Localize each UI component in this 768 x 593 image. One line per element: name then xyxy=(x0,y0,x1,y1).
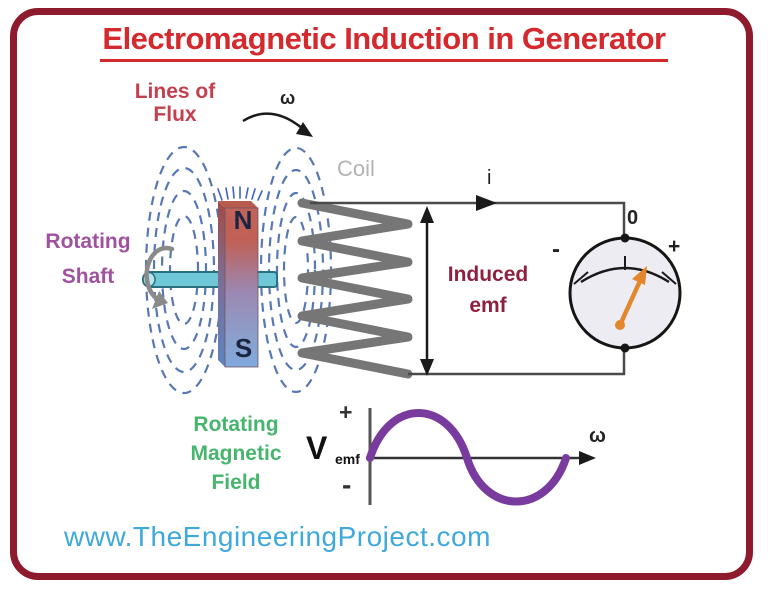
emf-span-arrow-icon xyxy=(420,206,434,376)
meter-minus-label: - xyxy=(552,236,560,263)
omega-rotation-arrow-icon xyxy=(242,112,313,137)
current-label: i xyxy=(487,167,492,189)
coil-label: Coil xyxy=(337,156,375,181)
graph-plus-label: + xyxy=(339,399,353,425)
omega-axis-label: ω xyxy=(589,425,606,447)
circuit-wires xyxy=(310,201,626,376)
page-title: Electromagnetic Induction in Generator xyxy=(100,21,668,62)
omega-rotation-label: ω xyxy=(280,88,296,108)
rotating-shaft-label: Rotating Shaft xyxy=(45,230,131,288)
rotating-magnetic-field-label: Rotating Magnetic Field xyxy=(190,413,282,494)
current-arrow-icon xyxy=(476,195,497,211)
meter-zero-label: 0 xyxy=(627,207,639,229)
meter-plus-label: + xyxy=(668,235,681,258)
title-row: Electromagnetic Induction in Generator xyxy=(0,21,768,62)
decorative-border xyxy=(10,8,753,580)
shaft-rotation-arrow-icon xyxy=(144,245,175,309)
bar-magnet-icon xyxy=(218,201,259,368)
induced-emf-label: Induced emf xyxy=(447,263,529,317)
north-pole-flux-spray-icon xyxy=(217,186,263,201)
sine-wave-icon xyxy=(366,409,570,506)
vemf-subscript-label: emf xyxy=(335,451,360,467)
coil-icon xyxy=(297,198,413,379)
vemf-label: V xyxy=(306,430,328,466)
lines-of-flux-label: Lines of Flux xyxy=(134,80,216,126)
graph-minus-label: - xyxy=(342,469,352,500)
magnet-south-label: S xyxy=(234,333,253,363)
website-link[interactable]: www.TheEngineeringProject.com xyxy=(64,521,491,552)
vemf-graph-axes xyxy=(366,408,596,505)
galvanometer-icon xyxy=(568,233,682,353)
flux-lines-left-icon xyxy=(144,145,224,395)
meter-needle-icon xyxy=(615,266,647,330)
magnet-north-label: N xyxy=(233,205,253,235)
